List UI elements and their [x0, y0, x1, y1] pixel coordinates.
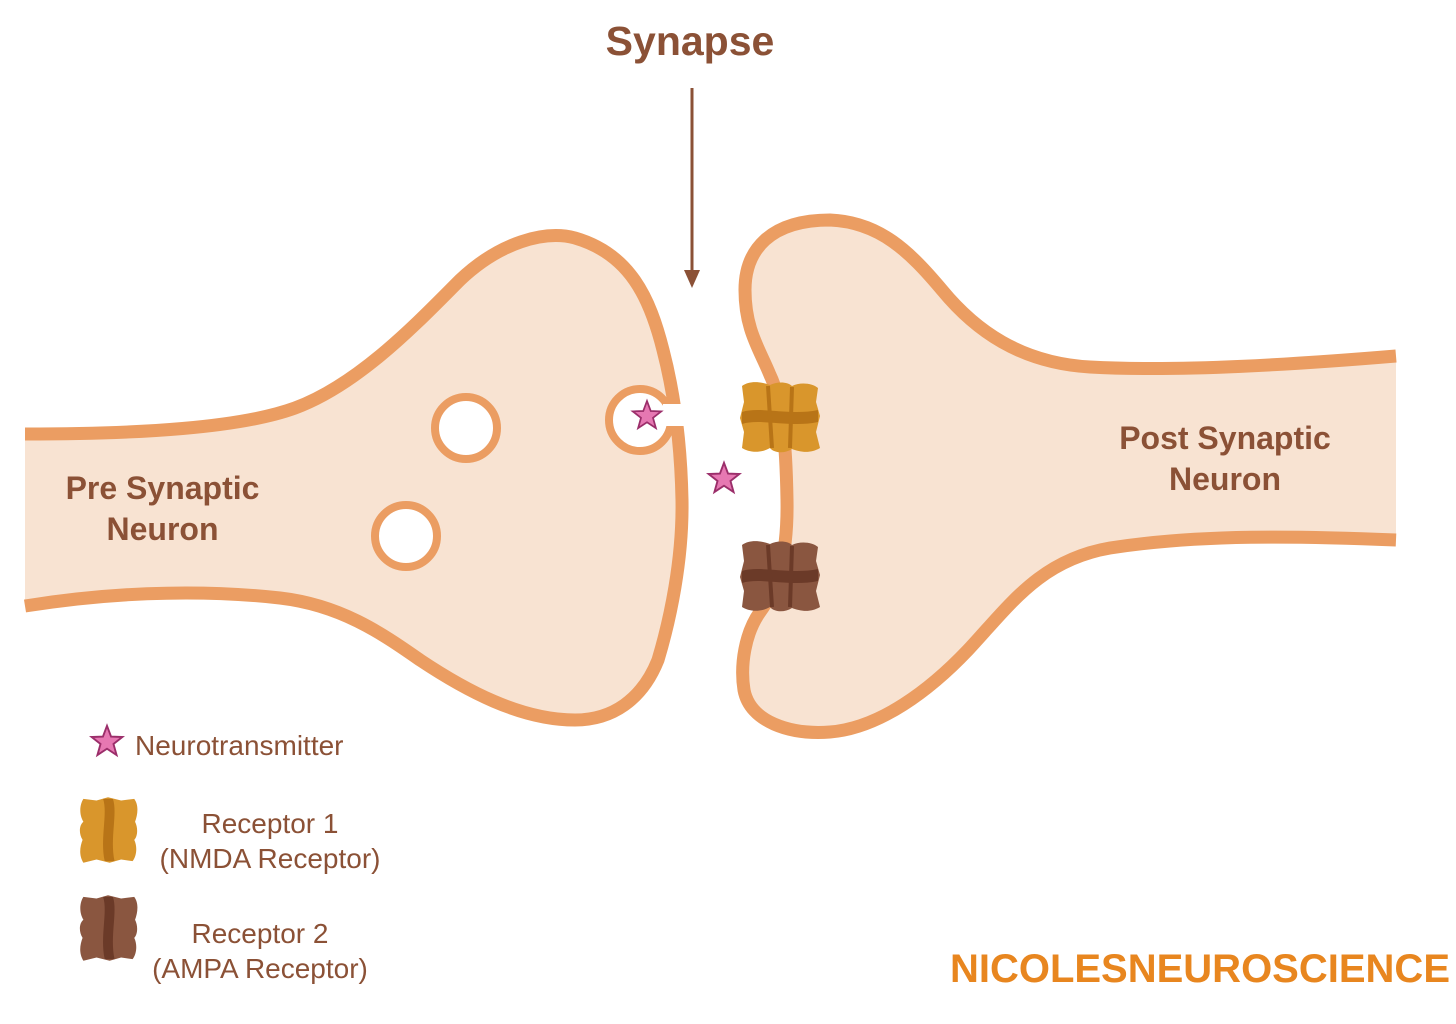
- legend-receptor2-line2: (AMPA Receptor): [152, 953, 368, 984]
- post-synaptic-label-line2: Neuron: [1169, 461, 1281, 497]
- diagram-title: Synapse: [605, 18, 775, 64]
- pre-synaptic-label: Pre Synaptic Neuron: [20, 468, 305, 550]
- legend-neurotransmitter-label: Neurotransmitter: [135, 730, 344, 761]
- legend-receptor1-icon: [79, 797, 138, 863]
- pre-synaptic-label-line1: Pre Synaptic: [65, 470, 260, 506]
- legend-receptor2-icon: [79, 895, 138, 961]
- synaptic-vesicle: [431, 393, 501, 463]
- legend-neurotransmitter-icon: [89, 723, 125, 758]
- nmda-receptor-icon: [740, 382, 820, 453]
- synapse-arrow: [684, 88, 700, 288]
- legend-receptor1-line2: (NMDA Receptor): [159, 843, 381, 874]
- post-synaptic-label: Post Synaptic Neuron: [1080, 418, 1370, 500]
- pre-synaptic-neuron-body: [23, 229, 689, 727]
- legend-receptor2-label: Receptor 2 (AMPA Receptor): [130, 916, 390, 986]
- post-synaptic-label-line1: Post Synaptic: [1119, 420, 1331, 456]
- synaptic-vesicle: [371, 501, 441, 571]
- ampa-receptor-icon: [740, 541, 820, 612]
- neurotransmitter-star: [630, 398, 664, 431]
- legend-receptor2-line1: Receptor 2: [191, 918, 329, 949]
- legend-receptor1-line1: Receptor 1: [201, 808, 339, 839]
- brand-watermark: NICOLESNEUROSCIENCE: [949, 947, 1450, 991]
- neurotransmitter-star: [706, 460, 742, 495]
- legend-receptor1-label: Receptor 1 (NMDA Receptor): [140, 806, 400, 876]
- pre-synaptic-label-line2: Neuron: [106, 511, 219, 547]
- post-synaptic-neuron-body: [736, 213, 1397, 739]
